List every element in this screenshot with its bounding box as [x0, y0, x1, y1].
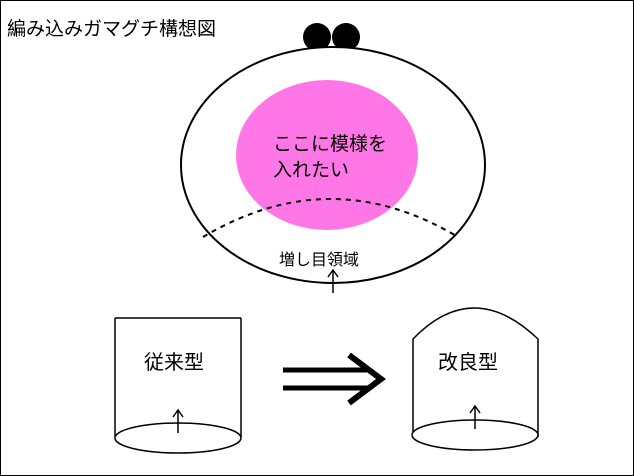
arrow-up-icon-head	[469, 404, 481, 414]
double-arrow-head	[347, 352, 386, 406]
increase-area-label: 増し目領域	[279, 250, 360, 269]
clasp-ball-right	[332, 23, 360, 51]
conventional-type-label: 従来型	[144, 350, 204, 374]
pattern-area-label: ここに模様を 入れたい	[273, 133, 388, 181]
pattern-area	[236, 80, 418, 230]
new-cylinder-body	[412, 307, 539, 437]
clasp-ball-left	[303, 23, 331, 51]
increase-boundary-line	[202, 198, 459, 238]
diagram-title: 編み込みガマグチ構想図	[7, 18, 217, 40]
arrow-up-icon-head	[327, 268, 339, 278]
arrow-up-icon-head	[172, 408, 184, 418]
improved-type-label: 改良型	[438, 350, 498, 374]
